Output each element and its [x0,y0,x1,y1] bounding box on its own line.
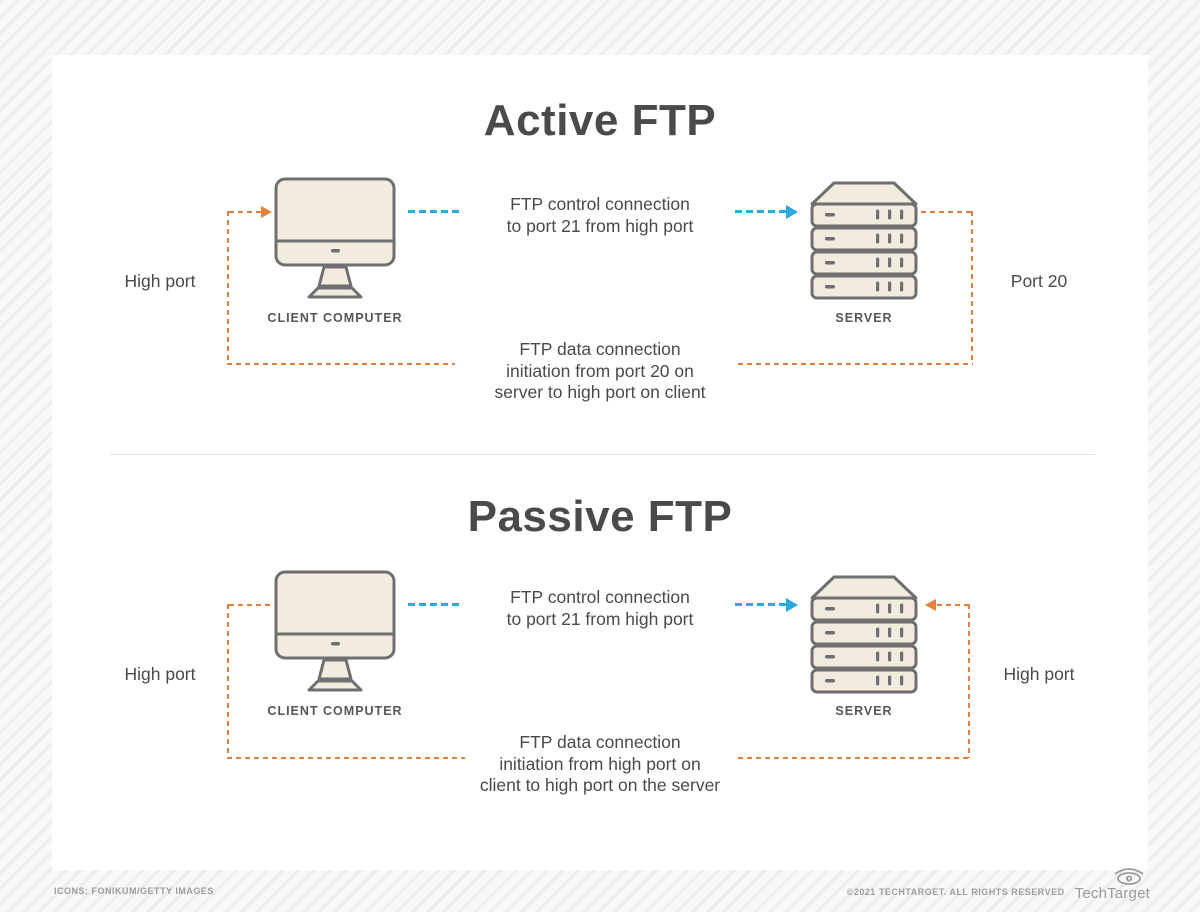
server-label: SERVER [835,704,893,718]
control-dash-right [735,210,786,213]
passive-right-port-label: High port [1003,664,1075,684]
control-dash-left [408,603,462,606]
passive-data-arrowhead-icon [925,599,936,611]
passive-data-seg-server [937,604,970,606]
passive-control-text: FTP control connection to port 21 from h… [506,587,694,629]
active-left-port-label: High port [124,271,196,291]
client-computer-label: CLIENT COMPUTER [267,704,403,718]
passive-ftp-title: Passive FTP [467,492,733,541]
techtarget-wordmark: TechTarget [1074,885,1150,902]
section-divider [110,454,1095,455]
passive-data-seg-right-vert [968,604,970,758]
active-data-seg-right-vert [971,211,973,364]
active-data-seg-client [229,211,261,213]
server-label: SERVER [835,311,893,325]
active-control-text: FTP control connection to port 21 from h… [506,194,694,236]
desktop-computer-icon [274,570,396,692]
active-data-text: FTP data connection initiation from port… [494,339,706,402]
active-data-arrowhead-icon [261,206,272,218]
passive-data-text: FTP data connection initiation from high… [479,732,721,795]
control-dash-left [408,210,462,213]
active-right-port-label: Port 20 [1010,271,1068,291]
passive-data-seg-left-vert [227,604,229,758]
control-dash-right [735,603,786,606]
techtarget-logo: TechTarget [1075,868,1150,902]
techtarget-eye-icon [1114,868,1144,885]
active-data-seg-left-vert [227,211,229,364]
active-data-seg-bottom-right [738,363,973,365]
content-card [52,55,1148,870]
control-arrowhead-icon [786,598,798,612]
control-arrowhead-icon [786,205,798,219]
passive-left-port-label: High port [124,664,196,684]
server-stack-icon [810,181,918,300]
passive-data-seg-client [229,604,273,606]
icon-credits: ICONS: FONIKUM/GETTY IMAGES [54,886,214,896]
active-data-seg-server [921,211,973,213]
active-ftp-title: Active FTP [483,96,717,145]
client-computer-label: CLIENT COMPUTER [267,311,403,325]
active-data-seg-bottom-left [227,363,455,365]
copyright-text: ©2021 TECHTARGET. ALL RIGHTS RESERVED [846,887,1065,897]
passive-data-seg-bottom-right [738,757,970,759]
server-stack-icon [810,575,918,694]
footer-right: ©2021 TECHTARGET. ALL RIGHTS RESERVED Te… [847,868,1150,902]
passive-data-seg-bottom-left [227,757,465,759]
desktop-computer-icon [274,177,396,299]
